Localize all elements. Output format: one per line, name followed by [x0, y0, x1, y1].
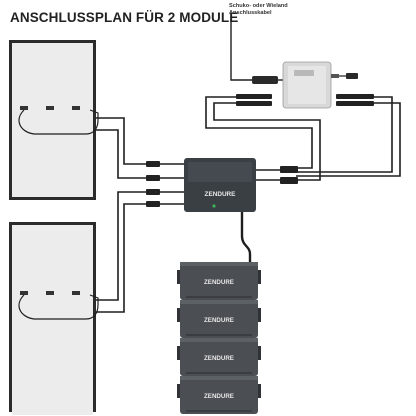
solar-panel-1 [9, 40, 99, 200]
battery-brand-label: ZENDURE [204, 279, 234, 286]
micro-inverter [282, 61, 358, 109]
solar-hub [184, 158, 256, 212]
battery-unit: ZENDURE [177, 262, 261, 300]
battery-unit: ZENDURE [177, 300, 261, 338]
hub-brand-label: ZENDURE [205, 191, 237, 198]
solar-panel-2 [9, 222, 99, 415]
hub-to-inverter-cables [205, 96, 401, 181]
battery-stack: ZENDURE ZENDURE ZENDURE ZENDURE [177, 262, 261, 414]
panel-cables [96, 117, 184, 313]
cable-note: Schuko- oder Wieland Anschlusskabel [229, 3, 288, 16]
mc4-connectors-input [146, 161, 160, 207]
hub-to-battery-cable [240, 212, 252, 262]
battery-brand-label: ZENDURE [204, 317, 234, 324]
cable-note-line2: Anschlusskabel [229, 9, 272, 16]
battery-brand-label: ZENDURE [204, 355, 234, 362]
page-title: ANSCHLUSSPLAN FÜR 2 MODULE [10, 10, 239, 25]
ac-cable [230, 20, 286, 84]
battery-brand-label: ZENDURE [204, 393, 234, 400]
mc4-connectors-output [236, 94, 374, 184]
battery-unit: ZENDURE [177, 376, 261, 414]
cable-note-line1: Schuko- oder Wieland [229, 3, 288, 9]
battery-unit: ZENDURE [177, 338, 261, 376]
